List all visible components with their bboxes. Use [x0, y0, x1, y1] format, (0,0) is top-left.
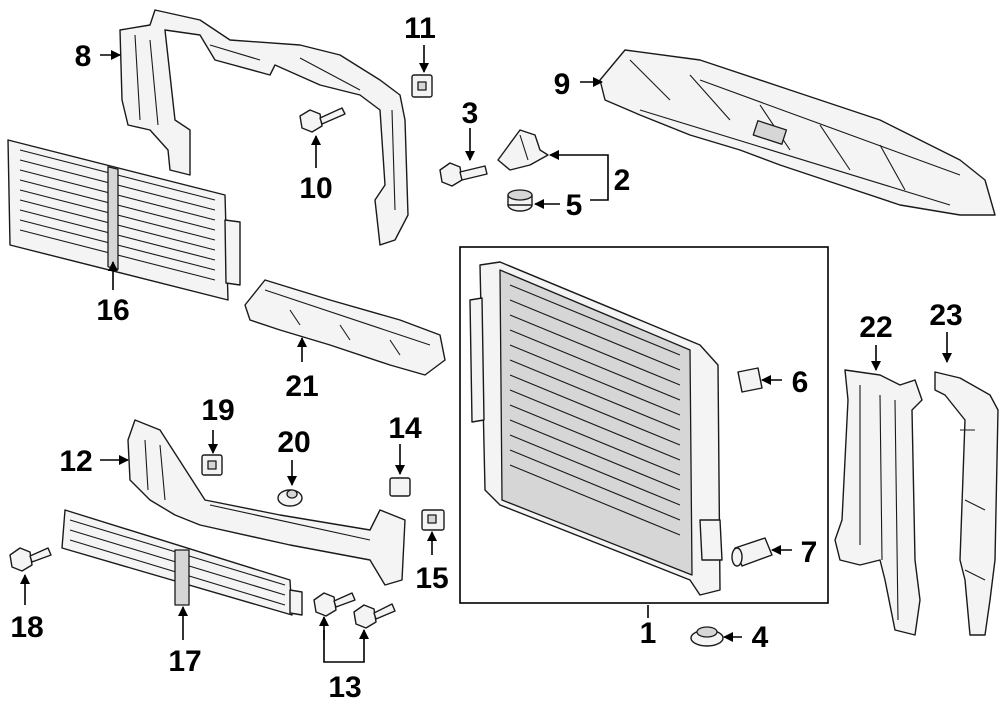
- callout-14: 14: [388, 412, 422, 445]
- part-22-side-baffle: [834, 369, 923, 636]
- part-12-lower-support: [127, 419, 406, 586]
- callout-labels: 1 2 3 4 5 6 7 8 9 10 11 12 13 14 15 16 1…: [10, 12, 962, 702]
- part-18-bolt: [9, 547, 52, 572]
- callout-5: 5: [566, 189, 583, 222]
- leader-lines: [20, 45, 952, 663]
- part-9-air-deflector: [599, 49, 996, 216]
- part-8-upper-support: [119, 9, 409, 246]
- part-21-lower-deflector: [244, 279, 446, 376]
- callout-7: 7: [801, 536, 818, 569]
- callout-15: 15: [415, 562, 448, 595]
- part-16-upper-shutter: [7, 139, 241, 301]
- callout-21: 21: [285, 370, 318, 403]
- part-19-clip: [201, 454, 223, 476]
- part-7-drain-plug: [731, 537, 773, 567]
- callout-1: 1: [640, 617, 657, 650]
- part-6-clip: [737, 367, 763, 393]
- callout-3: 3: [462, 97, 479, 130]
- callout-12: 12: [59, 445, 92, 478]
- part-13-bolts: [313, 592, 396, 629]
- part-11-clip: [411, 74, 433, 98]
- callout-11: 11: [404, 12, 436, 45]
- callout-6: 6: [792, 366, 809, 399]
- callout-4: 4: [752, 621, 769, 654]
- callout-22: 22: [859, 311, 892, 344]
- part-15-clip: [421, 509, 445, 531]
- callout-9: 9: [554, 68, 571, 101]
- callout-16: 16: [96, 294, 129, 327]
- callout-2: 2: [614, 164, 631, 197]
- part-10-bolt: [299, 107, 346, 133]
- part-23-side-baffle: [934, 371, 999, 636]
- callout-19: 19: [201, 394, 234, 427]
- part-5-grommet: [507, 189, 533, 212]
- part-17-lower-shutter: [61, 509, 303, 616]
- part-2-bracket: [497, 129, 549, 171]
- part-1-radiator: [469, 261, 723, 596]
- part-20-grommet: [277, 489, 303, 507]
- callout-23: 23: [929, 299, 962, 332]
- radiator-frame-box: [459, 246, 829, 604]
- callout-13: 13: [328, 671, 361, 702]
- callout-20: 20: [277, 426, 310, 459]
- callout-18: 18: [10, 611, 43, 644]
- callout-8: 8: [75, 40, 92, 73]
- part-4-grommet: [690, 626, 724, 647]
- callout-10: 10: [299, 172, 332, 205]
- callout-17: 17: [168, 645, 201, 678]
- part-14-clip: [389, 477, 411, 497]
- part-3-bolt: [439, 162, 488, 187]
